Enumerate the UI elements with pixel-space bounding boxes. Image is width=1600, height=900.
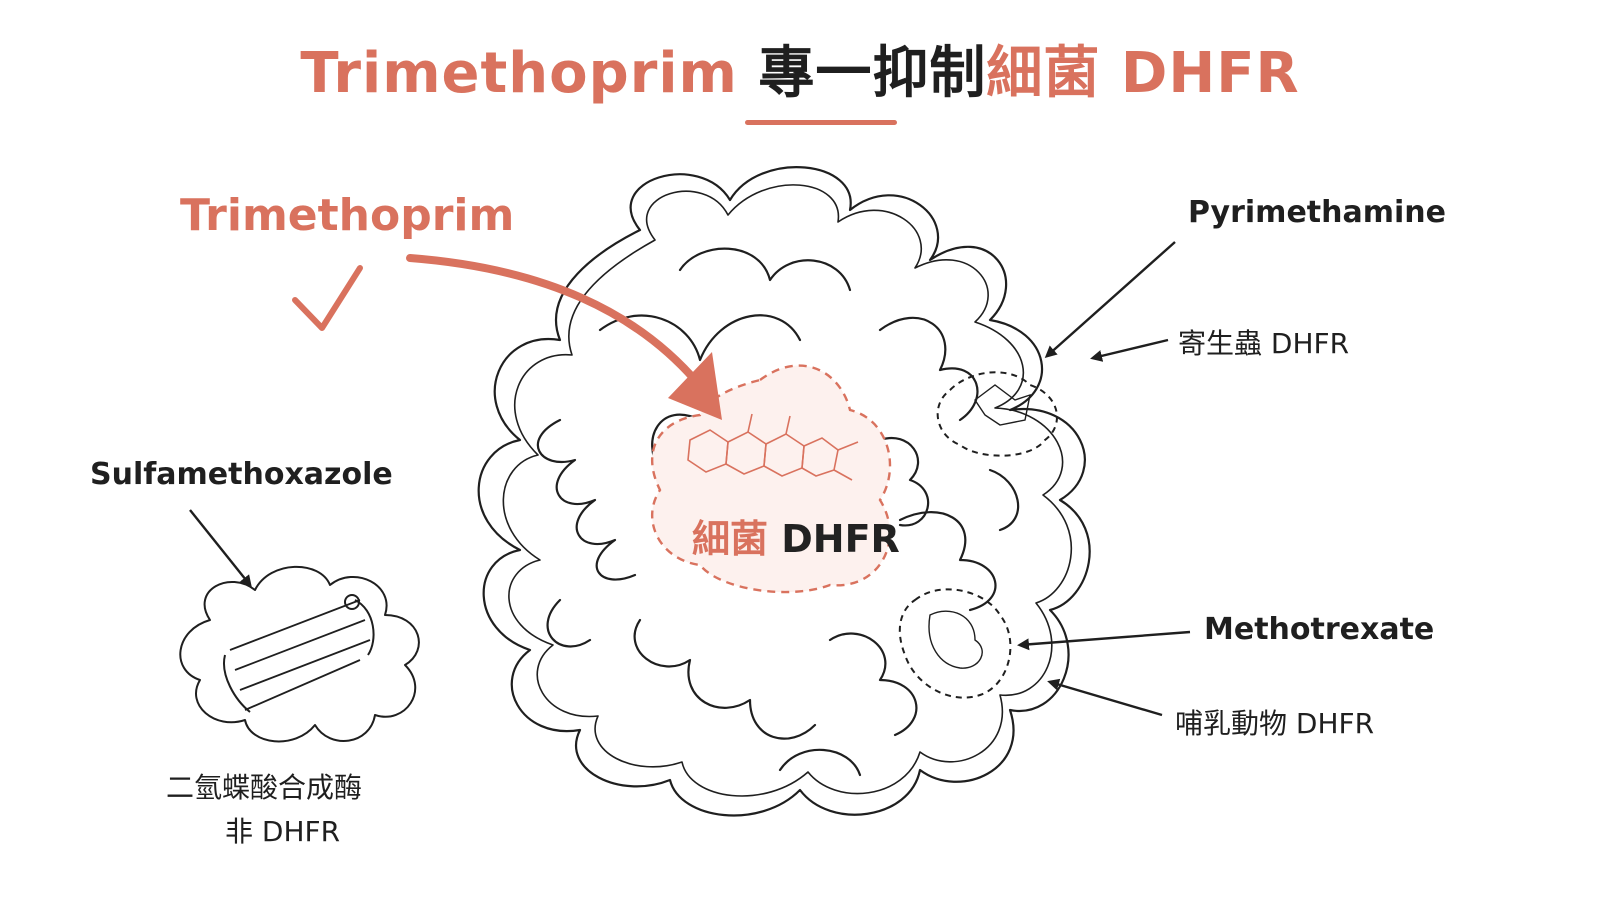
sulfamethoxazole-label: Sulfamethoxazole	[90, 457, 393, 492]
dhps-label: 二氫蝶酸合成酶	[166, 771, 363, 804]
trimethoprim-arrow	[406, 254, 709, 396]
title-verb: 專一抑制	[758, 41, 987, 106]
trimethoprim-molecule-icon	[687, 413, 859, 481]
page-title: Trimethoprim 專一抑制細菌 DHFR	[0, 28, 1600, 109]
pyrimethamine-arrow	[1044, 241, 1176, 358]
dhfr-protein-ribbon	[477, 166, 1091, 817]
methotrexate-label: Methotrexate	[1204, 612, 1435, 647]
sulfamethoxazole-arrow	[189, 509, 252, 588]
mammal-binding-pocket	[898, 588, 1012, 699]
title-target: 細菌 DHFR	[986, 41, 1300, 106]
bacterial-dhfr-label-part1: 細菌	[692, 517, 769, 561]
title-drug: Trimethoprim	[300, 41, 738, 106]
trimethoprim-arrowhead	[668, 352, 722, 420]
methotrexate-arrow	[1017, 630, 1191, 651]
mammal-dhfr-arrow	[1047, 678, 1163, 717]
bacterial-dhfr-label-part2: DHFR	[781, 517, 900, 561]
not-dhfr-label: 非 DHFR	[225, 815, 341, 848]
bacterial-dhfr-label: 細菌 DHFR	[692, 508, 900, 563]
trimethoprim-label: Trimethoprim	[180, 190, 515, 241]
parasite-dhfr-label: 寄生蟲 DHFR	[1178, 327, 1350, 360]
parasite-dhfr-arrow	[1090, 338, 1169, 362]
pyrimethamine-label: Pyrimethamine	[1188, 195, 1446, 230]
checkmark-icon	[292, 265, 363, 331]
parasite-binding-pocket	[936, 371, 1058, 457]
dhps-protein-ribbon	[179, 565, 420, 743]
bacterial-binding-pocket	[650, 364, 892, 594]
mammal-dhfr-label: 哺乳動物 DHFR	[1175, 707, 1375, 740]
title-underline	[745, 120, 897, 125]
